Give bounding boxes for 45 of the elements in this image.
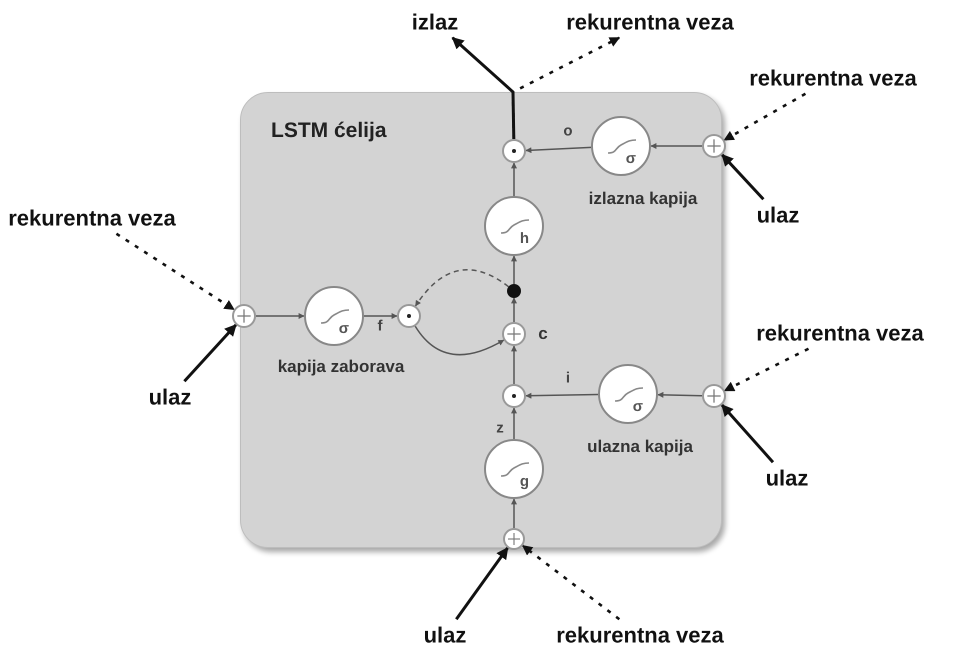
arrow [414,326,504,356]
arrow [511,407,517,439]
gate-caption: kapija zaborava [278,358,404,375]
signal-label: ulaz [424,621,466,649]
cell-title: LSTM ćelija [271,118,387,144]
gate-caption: ulazna kapija [587,438,693,455]
arrow [525,146,592,154]
arrow [511,255,517,284]
dashed-arrow [522,544,620,620]
arrow [511,498,517,528]
dashed-arrow [724,348,810,392]
signal-label: izlaz [412,8,458,36]
function-letter: σ [338,321,349,336]
signal-label: ulaz [766,464,808,492]
function-letter: h [520,231,529,246]
dashed-arrow [724,92,806,142]
arrow [452,36,516,140]
edge-label: f [376,318,384,334]
arrow [720,404,774,464]
gate-caption: c [538,325,548,342]
function-letter: g [520,474,529,489]
signal-label: rekurentna veza [8,204,176,232]
signal-label: ulaz [756,201,800,229]
dashed-arrow [116,232,235,311]
arrow [657,392,702,398]
arrow [256,313,305,319]
arrow [525,392,598,399]
arrow [511,345,517,384]
signal-label: ulaz [148,383,192,411]
arrow [183,324,238,382]
gate-caption: izlazna kapija [588,190,698,207]
arrow [364,313,398,319]
arrow [511,162,517,196]
arrow [721,154,764,200]
dashed-arrow [512,36,620,140]
signal-label: rekurentna veza [556,621,724,649]
arrow [511,297,517,322]
arrow [650,143,702,149]
signal-label: rekurentna veza [749,64,917,92]
signal-label: rekurentna veza [756,319,924,347]
arrow [455,546,509,620]
signal-label: rekurentna veza [566,8,734,36]
function-letter: σ [626,151,636,166]
function-letter: σ [632,399,643,414]
dashed-arrow [414,269,509,306]
